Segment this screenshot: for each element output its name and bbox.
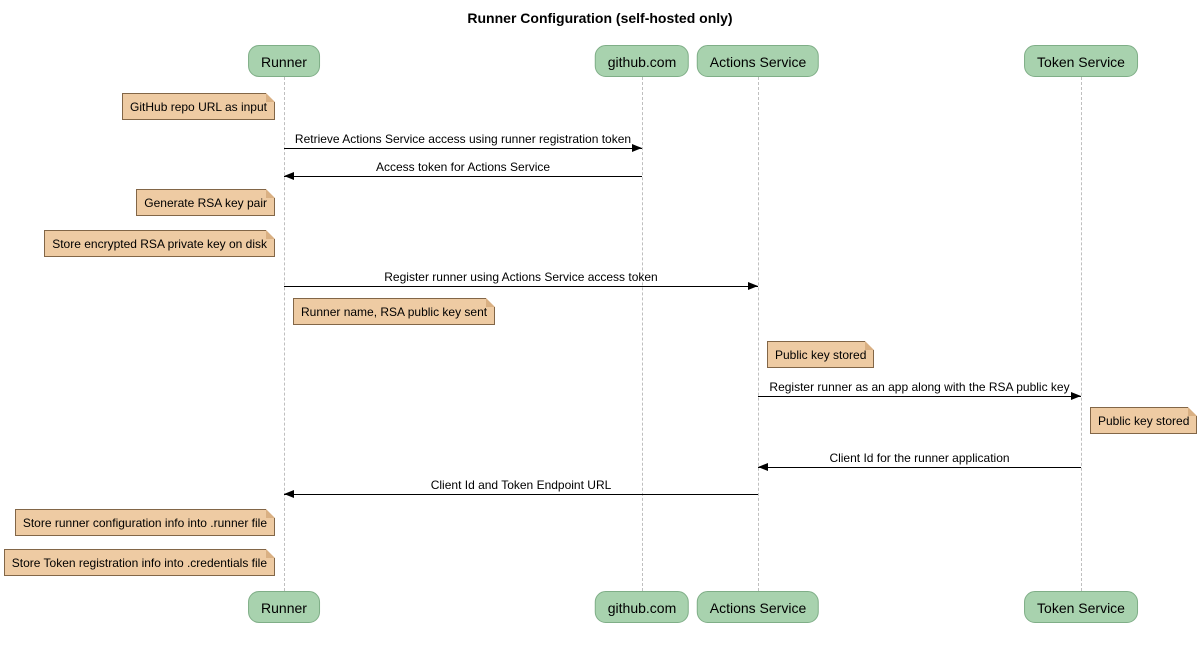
arrowhead-icon [748, 282, 758, 290]
note: GitHub repo URL as input [122, 93, 275, 120]
diagram-title: Runner Configuration (self-hosted only) [467, 10, 733, 26]
participant-github-bottom: github.com [594, 591, 690, 623]
message-line [284, 148, 642, 149]
note: Store Token registration info into .cred… [3, 549, 275, 576]
note-fold-icon [865, 341, 875, 350]
participant-runner-top: Runner [248, 45, 320, 77]
arrowhead-icon [758, 463, 768, 471]
note: Public key stored [1090, 407, 1198, 434]
message-line [284, 286, 758, 287]
note-fold-icon [266, 93, 275, 102]
note: Runner name, RSA public key sent [293, 298, 496, 325]
arrowhead-icon [284, 172, 294, 180]
note: Store encrypted RSA private key on disk [44, 230, 275, 257]
participant-token-top: Token Service [1024, 45, 1138, 77]
lifeline-runner [284, 77, 285, 591]
message-label: Client Id for the runner application [829, 451, 1010, 465]
participant-actions-top: Actions Service [696, 45, 820, 77]
participant-runner-bottom: Runner [248, 591, 320, 623]
note-fold-icon [1188, 407, 1198, 416]
message-label: Register runner using Actions Service ac… [384, 270, 658, 284]
participant-token-bottom: Token Service [1024, 591, 1138, 623]
message-line [758, 396, 1081, 397]
message-label: Client Id and Token Endpoint URL [430, 478, 612, 492]
lifeline-actions [758, 77, 759, 591]
note-fold-icon [486, 298, 496, 307]
message-label: Register runner as an app along with the… [769, 380, 1070, 394]
arrowhead-icon [284, 490, 294, 498]
note: Store runner configuration info into .ru… [14, 509, 275, 536]
message-label: Access token for Actions Service [375, 160, 551, 174]
arrowhead-icon [632, 144, 642, 152]
note: Generate RSA key pair [136, 189, 275, 216]
message-line [758, 467, 1081, 468]
lifeline-github [642, 77, 643, 591]
note: Public key stored [767, 341, 875, 368]
note-fold-icon [266, 230, 275, 239]
message-line [284, 176, 642, 177]
message-line [284, 494, 758, 495]
note-fold-icon [266, 509, 275, 518]
lifeline-token [1081, 77, 1082, 591]
note-fold-icon [266, 189, 275, 198]
participant-github-top: github.com [594, 45, 690, 77]
arrowhead-icon [1071, 392, 1081, 400]
message-label: Retrieve Actions Service access using ru… [294, 132, 632, 146]
note-fold-icon [266, 549, 275, 558]
participant-actions-bottom: Actions Service [696, 591, 820, 623]
